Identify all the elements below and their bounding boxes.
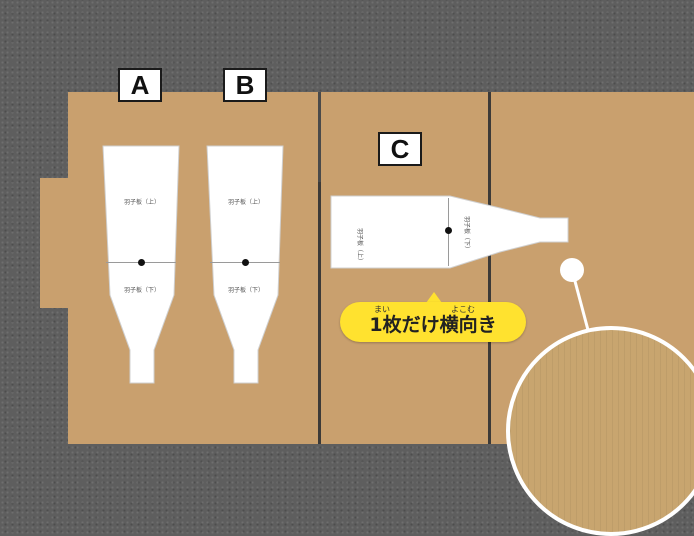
template-b-dot [242,259,249,266]
magnified-cardboard-circle [506,326,694,536]
magnifier-point [560,258,584,282]
template-b: 羽子板（上） 羽子板（下） [206,145,284,385]
template-c-upper-text: 羽子板（上） [356,228,363,265]
cardboard-crease-right [488,92,491,444]
template-a-upper-text: 羽子板（上） [124,199,161,206]
template-c-lower-text: 羽子板（下） [463,216,470,253]
template-a-lower-text: 羽子板（下） [124,287,161,294]
callout-bubble: まい よこむ 1枚だけ横向き [340,302,526,342]
template-a: 羽子板（上） 羽子板（下） [102,145,180,385]
cardboard-flap [40,178,70,308]
callout-ruby-yokomu: よこむ [451,305,475,314]
callout-pointer [426,292,442,303]
template-b-lower-text: 羽子板（下） [228,287,265,294]
template-c-dot [445,227,452,234]
template-a-dot [138,259,145,266]
label-b: B [223,68,267,102]
template-b-upper-text: 羽子板（上） [228,199,265,206]
label-c: C [378,132,422,166]
cardboard-cut-top [318,92,321,182]
callout-ruby-mai: まい [374,305,390,314]
template-c: 羽子板（上） 羽子板（下） [330,190,570,270]
callout-text: 1枚だけ横向き [369,314,497,336]
cardboard-crease-left [318,92,321,444]
label-a: A [118,68,162,102]
